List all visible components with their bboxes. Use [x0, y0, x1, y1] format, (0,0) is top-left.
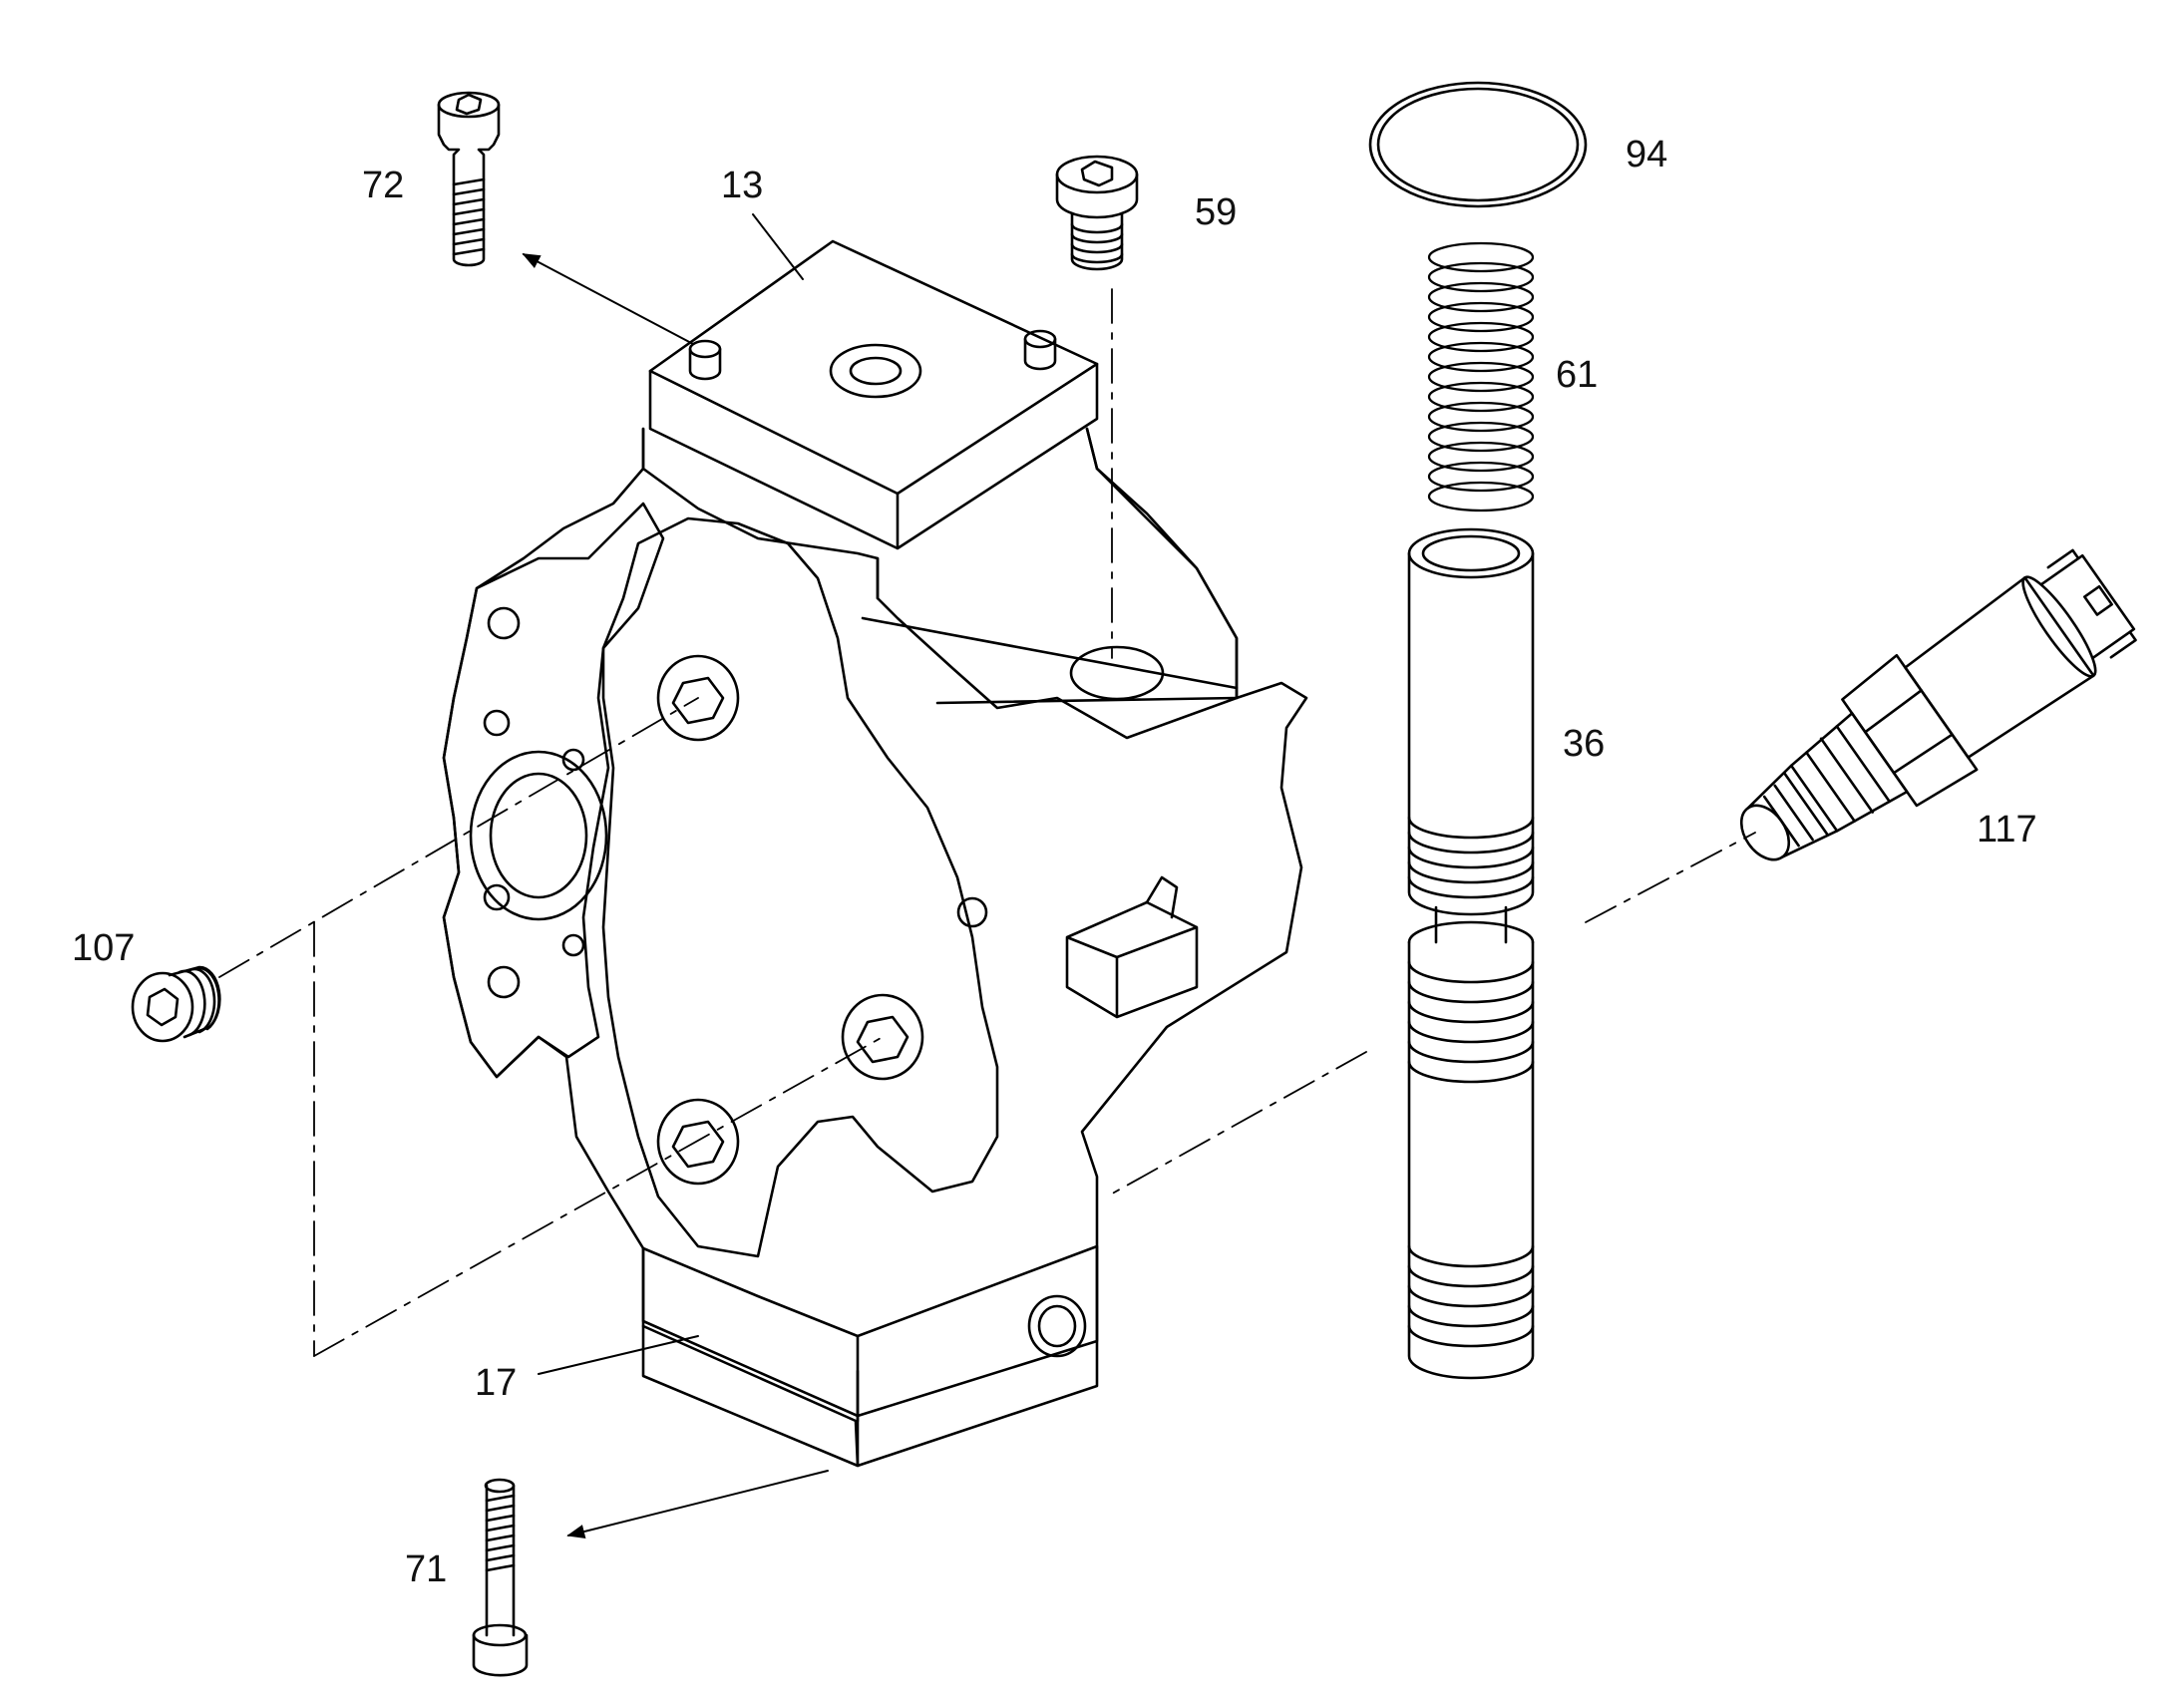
face-plug-hex — [671, 1120, 725, 1169]
leader-lines — [522, 213, 829, 1539]
front-face — [601, 516, 999, 1258]
dowel-pin-top — [688, 339, 722, 359]
callout-17: 17 — [475, 1362, 518, 1404]
flange-hole — [561, 748, 585, 772]
o-ring-94 — [1368, 81, 1588, 208]
housing-outline — [442, 427, 1308, 1418]
upper-block — [641, 427, 1239, 740]
top-manifold — [648, 239, 1099, 550]
callout-71: 71 — [405, 1548, 448, 1590]
spool-36 — [1407, 527, 1535, 1380]
manifold-port-inner — [849, 356, 903, 386]
side-key-notch — [1145, 875, 1179, 919]
cartridge-valve-117 — [1739, 548, 2137, 861]
face-plug — [656, 654, 740, 742]
side-key — [1065, 900, 1199, 1019]
top-port — [1069, 645, 1165, 701]
face-plug-hex — [671, 676, 725, 725]
dowel-pin — [1023, 337, 1057, 371]
flange-hole — [483, 883, 511, 911]
lower-block-front — [641, 1324, 860, 1468]
callout-59: 59 — [1195, 191, 1238, 233]
callout-72: 72 — [362, 165, 405, 206]
flange-bore-outer — [469, 750, 608, 921]
lower-port-inner — [1037, 1304, 1077, 1348]
callout-13: 13 — [721, 165, 764, 206]
dowel-pin — [688, 347, 722, 381]
flange-bore-inner — [489, 772, 588, 899]
face-plug-hex — [856, 1015, 909, 1064]
manifold-port-outer — [829, 343, 922, 399]
manifold-sides — [648, 362, 1099, 550]
screw-71 — [472, 1478, 529, 1677]
face-plug — [656, 1098, 740, 1186]
flange-hole — [561, 933, 585, 957]
left-flange — [442, 502, 665, 1079]
callout-36: 36 — [1563, 723, 1606, 765]
lower-port-outer — [1027, 1294, 1087, 1358]
callout-61: 61 — [1556, 354, 1599, 396]
face-plug — [841, 993, 924, 1081]
screw-72 — [437, 91, 501, 267]
centerlines — [218, 288, 1756, 1357]
lower-block — [641, 1244, 1099, 1468]
callout-117: 117 — [1977, 809, 2037, 851]
flange-hole — [483, 709, 511, 737]
valve-housing — [442, 427, 1308, 1468]
plug-107 — [131, 965, 221, 1043]
callout-94: 94 — [1626, 134, 1668, 175]
dowel-pin-top — [1023, 329, 1057, 349]
flange-hole — [487, 606, 521, 640]
flange-hole — [487, 965, 521, 999]
plug-59 — [1055, 155, 1139, 271]
callout-107: 107 — [72, 927, 136, 969]
upper-block-edge — [861, 556, 1239, 705]
flange-hole — [956, 896, 988, 928]
spring-61 — [1427, 241, 1535, 512]
